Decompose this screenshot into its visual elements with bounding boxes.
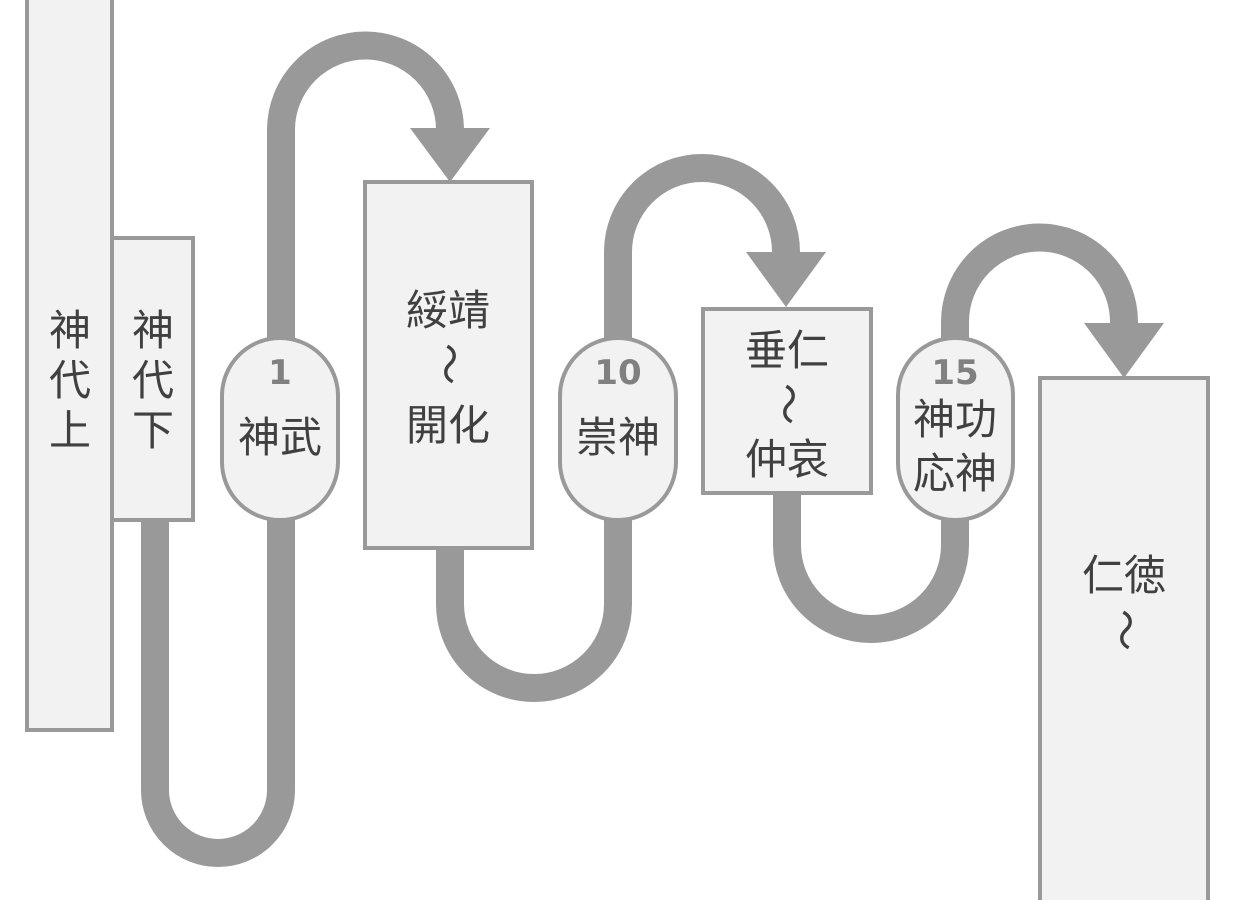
node-jindai-jo xyxy=(25,0,114,732)
node-label: 代 xyxy=(49,356,91,405)
node-label: 綏靖 xyxy=(406,286,490,335)
node-label: 仲哀 xyxy=(745,435,829,484)
arrow-down-icon xyxy=(1084,323,1164,378)
node-label: 〜 xyxy=(1100,609,1149,651)
node-suizei-kaika xyxy=(363,180,534,550)
node-label: 崇神 xyxy=(576,413,660,462)
node-jimmu xyxy=(220,336,340,522)
emperor-number: 15 xyxy=(931,353,978,393)
node-label: 代 xyxy=(132,356,174,405)
arrow-down-icon xyxy=(410,128,490,182)
arrow-down-icon xyxy=(746,252,826,307)
node-label: 垂仁 xyxy=(745,326,829,375)
node-label: 開化 xyxy=(406,401,490,450)
node-nintoku xyxy=(1038,376,1210,900)
node-label: 神 xyxy=(132,306,174,355)
node-label: 下 xyxy=(132,406,174,455)
node-label: 上 xyxy=(49,406,91,455)
node-label: 応神 xyxy=(913,449,997,498)
emperor-number: 10 xyxy=(594,353,641,393)
node-label: 神 xyxy=(49,306,91,355)
node-label: 仁徳 xyxy=(1082,551,1166,600)
node-label: 〜 xyxy=(424,343,473,385)
flow-connector-1 xyxy=(141,31,464,867)
node-sujin xyxy=(558,336,678,522)
node-jingu-ojin xyxy=(896,336,1015,522)
node-suinin-chuai xyxy=(701,307,873,495)
node-label: 〜 xyxy=(763,383,812,425)
node-label: 神武 xyxy=(238,413,322,462)
node-jindai-ge xyxy=(110,236,195,522)
node-label: 神功 xyxy=(913,395,997,444)
emperor-number: 1 xyxy=(268,353,292,393)
